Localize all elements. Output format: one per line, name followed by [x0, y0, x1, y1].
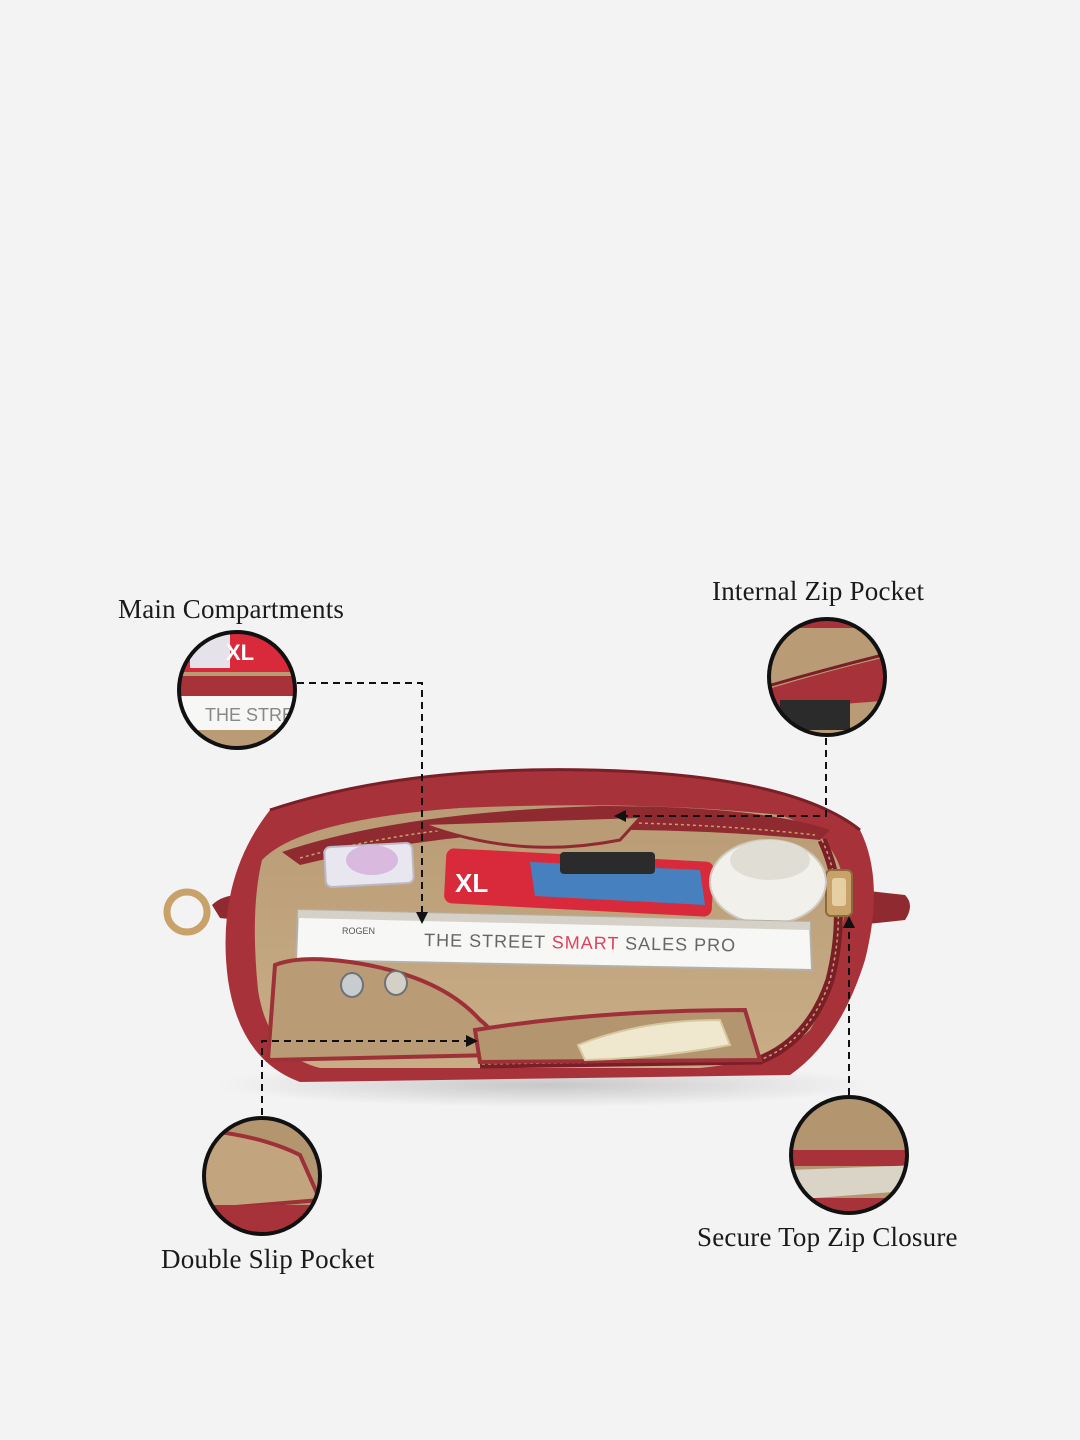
- book-title: THE STREET SMART SALES PRO: [424, 930, 736, 955]
- lip-gloss-item: [323, 842, 415, 888]
- inset-book-text: THE STREE: [205, 705, 306, 725]
- connector-lines: [261, 682, 850, 1115]
- pen-cap-2: [384, 970, 408, 996]
- mascara-label: XL: [455, 868, 488, 898]
- detail-circle-secure-top-zip-closure: [789, 1095, 909, 1215]
- inset-mascara-label: XL: [226, 640, 254, 665]
- label-main-compartments: Main Compartments: [118, 594, 345, 624]
- label-double-slip-pocket: Double Slip Pocket: [161, 1244, 375, 1274]
- book-author: ROGEN: [342, 926, 375, 936]
- cream-jar-item: [709, 839, 827, 925]
- label-secure-top-zip-closure: Secure Top Zip Closure: [697, 1222, 958, 1252]
- label-internal-zip-pocket: Internal Zip Pocket: [712, 576, 925, 606]
- pen-cap-1: [340, 972, 364, 998]
- internal-zip-pocket-panel: [282, 806, 830, 865]
- detail-circle-main-compartments: XL THE STREE: [177, 630, 306, 750]
- detail-circle-internal-zip-pocket: [767, 617, 887, 737]
- detail-circle-double-slip-pocket: [202, 1116, 322, 1236]
- connector-arrowheads: [416, 810, 855, 1047]
- zipper-pull-icon: [825, 869, 853, 917]
- mascara-item: XL: [444, 848, 714, 917]
- d-ring-icon: [163, 888, 211, 936]
- phone-item: [576, 1018, 732, 1062]
